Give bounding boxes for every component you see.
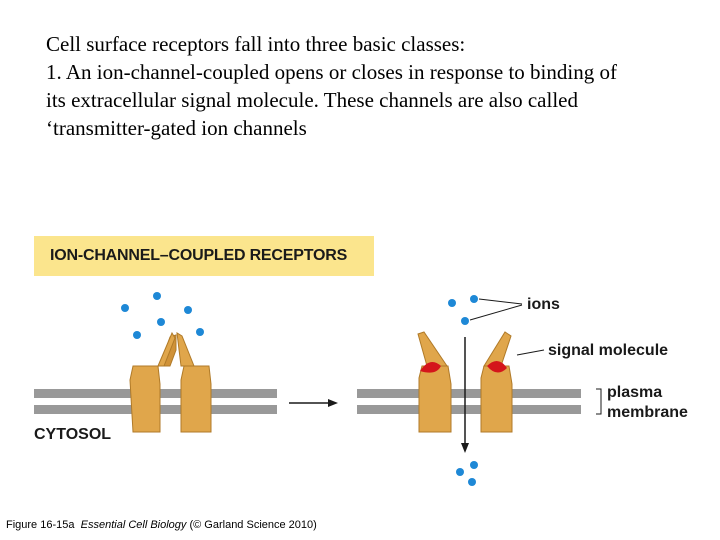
intro-line-3: its extracellular signal molecule. These…: [46, 88, 578, 112]
leader-lines: [469, 298, 602, 415]
figure-banner: [34, 236, 374, 276]
ion-flow-arrow: [461, 337, 469, 453]
intro-line-2: 1. An ion-channel-coupled opens or close…: [46, 60, 617, 84]
caption-book: Essential Cell Biology: [80, 519, 187, 531]
banner-title: ION-CHANNEL–COUPLED RECEPTORS: [50, 247, 348, 264]
caption-figure-ref: Figure 16-15a: [6, 519, 75, 531]
label-plasma: plasma: [607, 384, 663, 401]
ions-right: [448, 295, 478, 486]
label-ions: ions: [527, 296, 560, 313]
open-channel: [417, 331, 513, 433]
intro-text: Cell surface receptors fall into three b…: [46, 30, 716, 142]
label-membrane: membrane: [607, 404, 688, 421]
signal-molecules: [420, 360, 507, 373]
caption-credit: (© Garland Science 2010): [189, 519, 317, 531]
ions-left: [121, 292, 204, 339]
transition-arrow: [289, 399, 338, 407]
intro-line-4: ‘transmitter-gated ion channels: [46, 116, 307, 140]
intro-line-1: Cell surface receptors fall into three b…: [46, 32, 466, 56]
label-cytosol: CYTOSOL: [34, 426, 112, 443]
label-signal-molecule: signal molecule: [548, 342, 669, 359]
membrane-right: [357, 389, 581, 414]
figure-caption: Figure 16-15a Essential Cell Biology (© …: [6, 519, 317, 531]
closed-channel: [129, 331, 212, 433]
